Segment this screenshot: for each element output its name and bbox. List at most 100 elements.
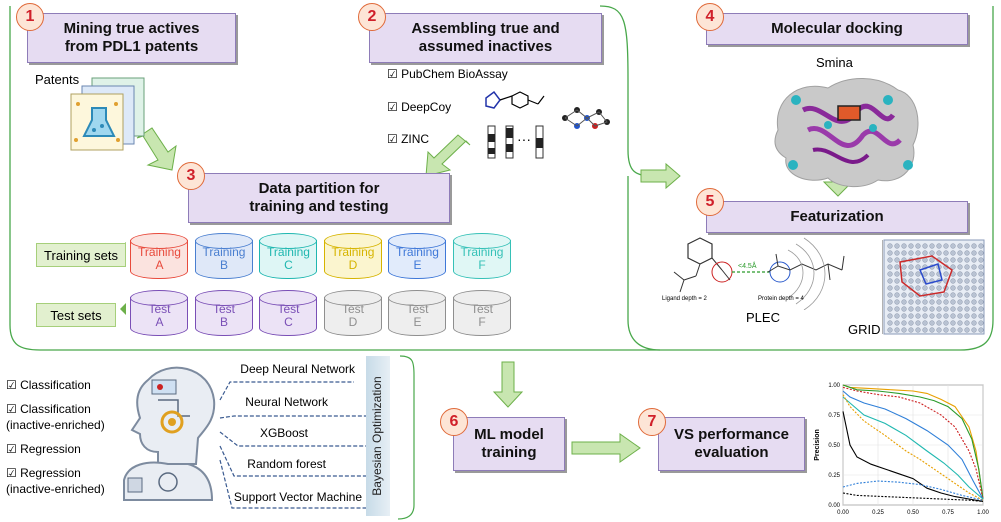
task-classification-enriched: ☑ Classification (6, 402, 91, 416)
model-dnn: Deep Neural Network (240, 362, 355, 376)
training-set-letter: F (478, 258, 486, 272)
x-tick-label: 0.00 (837, 510, 849, 516)
y-tick-label: 1.00 (828, 383, 840, 389)
series-line-3 (842, 390, 984, 500)
ligand-depth-label: Ligand depth = 2 (662, 296, 708, 302)
test-set-letter: E (413, 315, 422, 329)
x-tick-label: 1.00 (977, 510, 989, 516)
protein-structure-image (774, 78, 919, 187)
test-set-letter: B (219, 315, 228, 329)
test-set-label: Test (341, 302, 364, 316)
series-line-1 (842, 384, 984, 500)
x-tick-label: 0.25 (872, 510, 884, 516)
patents-label: Patents (35, 72, 80, 87)
step-1-badge: 1 (16, 3, 44, 31)
model-random-forest: Random forest (247, 457, 326, 471)
source-deepcoy: ☑ DeepCoy (387, 100, 452, 114)
model-nn: Neural Network (245, 395, 328, 409)
plec-interaction-diagram: <4.5Å Ligand depth = 2 Protein depth = 4 (662, 237, 845, 310)
grid-label: GRID (848, 322, 881, 337)
training-sets-text: Training sets (44, 247, 118, 263)
step-7-badge: 7 (638, 408, 666, 436)
step-4-box: Molecular docking (706, 13, 968, 45)
step-1-box: Mining true actives from PDL1 patents (27, 13, 236, 63)
step-3-title: Data partition for training and testing (249, 180, 389, 215)
training-set-label: Training (202, 245, 246, 259)
training-set-letter: D (348, 258, 358, 272)
training-set-label: Training (267, 245, 310, 259)
model-connectors (219, 381, 366, 509)
step-2-badge: 2 (358, 3, 386, 31)
training-set-label: Training (138, 245, 181, 259)
step-3-box: Data partition for training and testing (188, 173, 450, 223)
training-set-letter: C (284, 258, 293, 272)
training-set-label: Training (460, 245, 504, 259)
test-set-label: Test (212, 302, 235, 316)
test-set-letter: D (348, 315, 358, 329)
source-pubchem: ☑ PubChem BioAssay (387, 67, 508, 81)
patent-documents-icon (70, 77, 145, 151)
task-regression-enriched: ☑ Regression (6, 466, 81, 480)
y-tick-label: 0.50 (828, 443, 840, 449)
test-sets-label: Test sets (36, 303, 116, 327)
molecule-3d-icon (562, 107, 610, 129)
step-2-title: Assembling true and assumed inactives (411, 20, 560, 55)
training-set-letter: A (155, 258, 164, 272)
test-set-letter: F (478, 315, 486, 329)
series-line-0 (842, 384, 984, 500)
task-classification: ☑ Classification (6, 378, 91, 392)
step-4-title: Molecular docking (771, 20, 903, 37)
test-set-label: Test (148, 302, 171, 316)
y-tick-label: 0.75 (828, 413, 840, 419)
bayesian-optimization-label: Bayesian Optimization (370, 376, 384, 496)
step-6-title: ML model training (474, 426, 544, 461)
step-5-badge: 5 (696, 188, 724, 216)
task-regression-enriched-note: (inactive-enriched) (6, 482, 105, 496)
training-set-letter: B (219, 258, 228, 272)
fingerprint-bars-icon: ··· (487, 125, 544, 159)
test-set-label: Test (406, 302, 429, 316)
bayesian-optimization-bar (366, 356, 390, 516)
x-tick-label: 0.75 (942, 510, 954, 516)
step-2-box: Assembling true and assumed inactives (369, 13, 602, 63)
test-set-letter: A (155, 315, 164, 329)
series-line-4 (842, 396, 984, 500)
x-tick-label: 0.50 (907, 510, 919, 516)
test-set-letter: C (284, 315, 293, 329)
test-set-label: Test (470, 302, 493, 316)
step-6-box: ML model training (453, 417, 565, 471)
series-line-7 (842, 480, 984, 501)
plec-distance-label: <4.5Å (738, 261, 757, 270)
model-xgboost: XGBoost (259, 426, 308, 440)
series-line-2 (842, 386, 984, 500)
step-5-title: Featurization (790, 208, 884, 225)
series-line-6 (842, 411, 984, 502)
ai-robot-head-icon (123, 366, 216, 501)
y-axis-label: Precision (814, 429, 821, 461)
task-regression: ☑ Regression (6, 442, 81, 456)
series-line-8 (842, 492, 984, 502)
protein-depth-label: Protein depth = 4 (758, 296, 805, 302)
plec-label: PLEC (746, 310, 780, 325)
training-set-letter: E (413, 258, 422, 272)
training-set-label: Training (331, 245, 375, 259)
molecule-structure-icon (485, 90, 545, 109)
source-zinc: ☑ ZINC (387, 132, 430, 146)
svg-text:···: ··· (517, 131, 531, 147)
step-7-box: VS performance evaluation (658, 417, 805, 471)
step-7-title: VS performance evaluation (673, 426, 790, 461)
test-sets-text: Test sets (50, 307, 102, 323)
task-classification-enriched-note: (inactive-enriched) (6, 418, 105, 432)
y-tick-label: 0.25 (828, 473, 840, 479)
